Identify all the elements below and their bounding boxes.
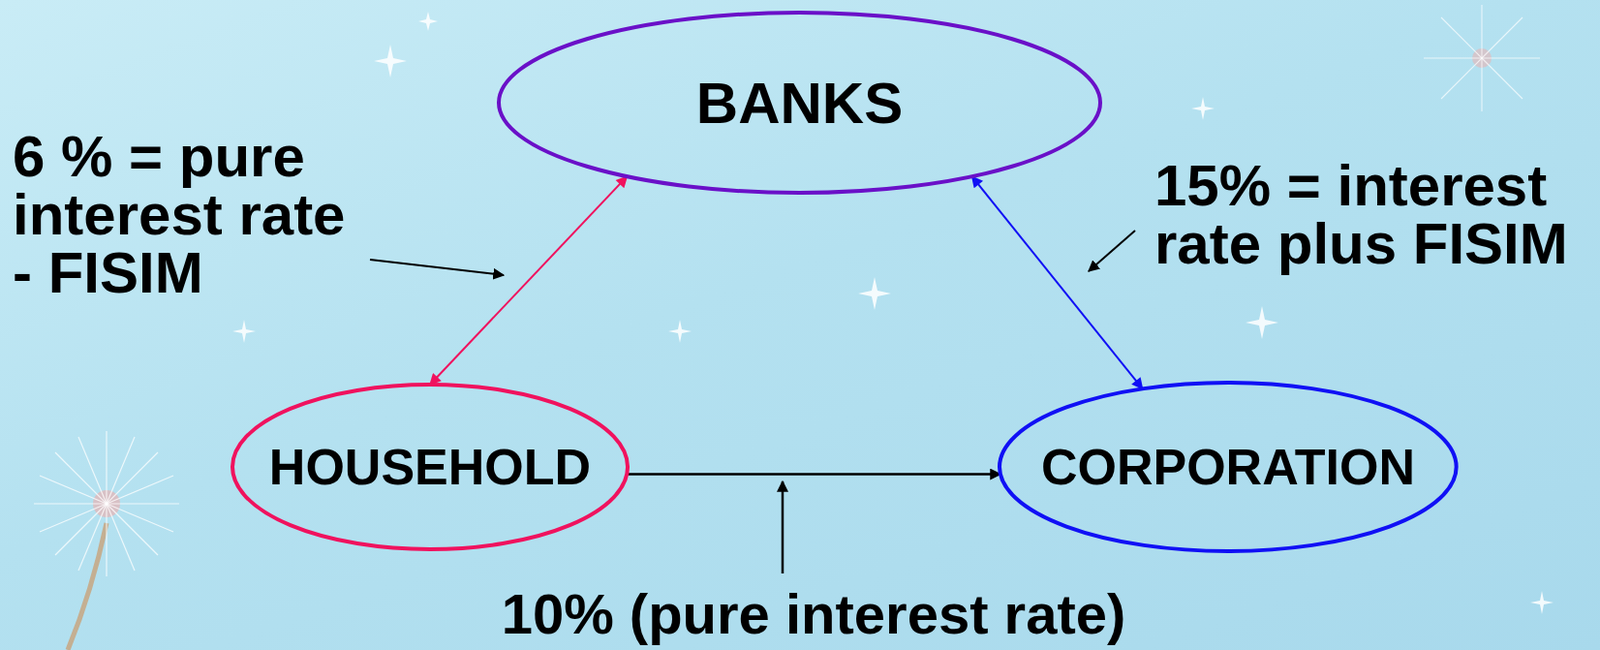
dandelion (33, 430, 180, 650)
callout-label: 6 % = pure interest rate - FISIM (12, 127, 362, 303)
leader-line (369, 259, 504, 276)
node-text-holder: BANKS (496, 10, 1103, 195)
ellipse-node: CORPORATION (997, 380, 1459, 554)
callout-label: 15% = interest rate plus FISIM (1154, 156, 1591, 274)
ellipse-node: BANKS (496, 10, 1103, 195)
ellipse-outline (999, 382, 1457, 552)
sparkle (232, 11, 1554, 615)
dandelion (1423, 4, 1540, 112)
connector-arrow (972, 176, 1143, 389)
node-label: BANKS (696, 69, 903, 137)
node-text-holder: CORPORATION (997, 380, 1459, 554)
node-label: HOUSEHOLD (269, 437, 591, 496)
ellipse-outline (232, 384, 628, 550)
leader-line (781, 481, 785, 574)
ellipse-outline (498, 12, 1101, 193)
connector-arrow (430, 176, 627, 385)
node-label: CORPORATION (1041, 437, 1416, 496)
ellipse-node: HOUSEHOLD (230, 382, 630, 552)
connector-arrow (626, 472, 1001, 476)
callout-label: 10% (pure interest rate) (501, 584, 1127, 645)
leader-line (1088, 230, 1136, 272)
node-text-holder: HOUSEHOLD (230, 382, 630, 552)
